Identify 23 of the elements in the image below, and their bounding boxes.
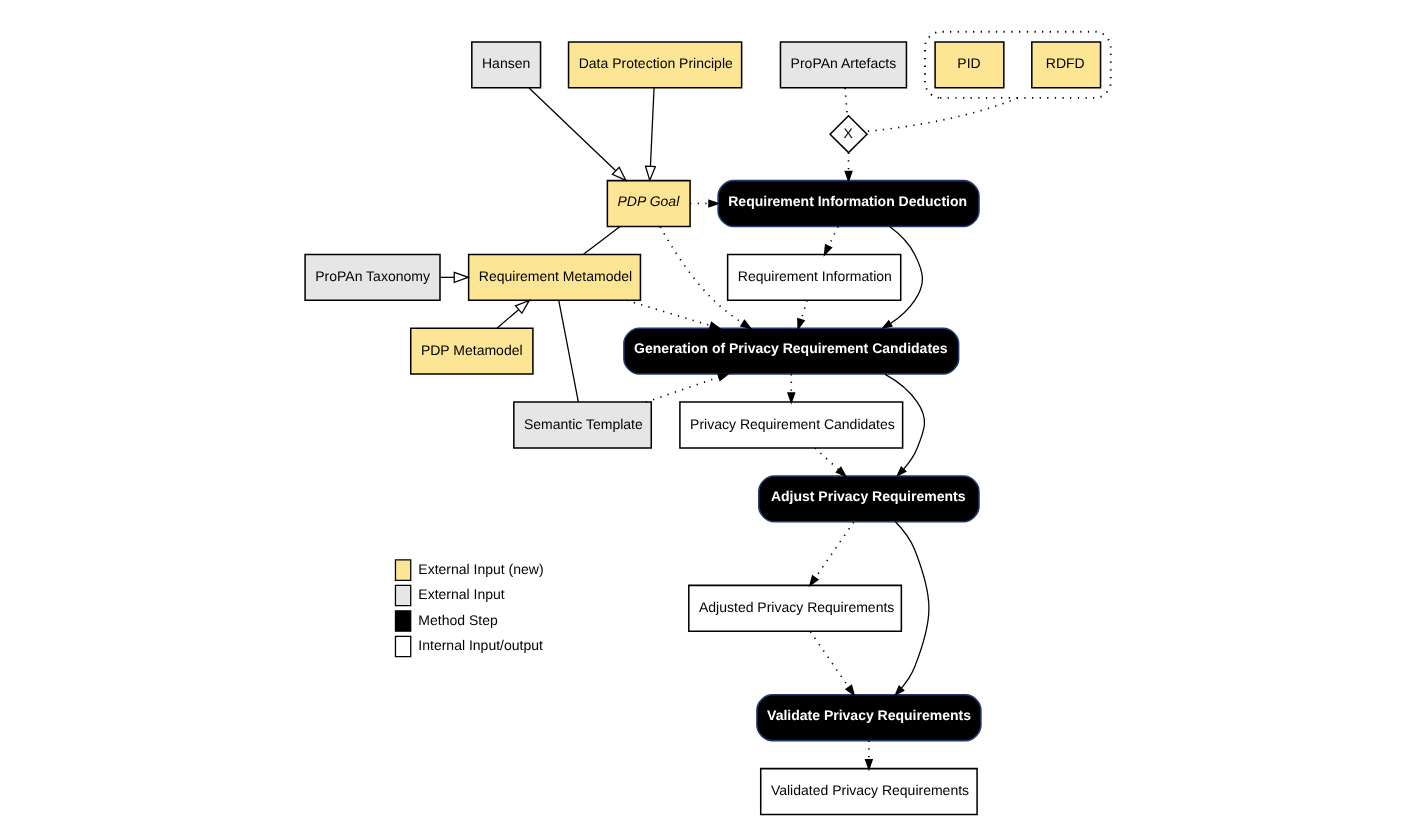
arrow — [527, 87, 627, 182]
arrow — [822, 225, 838, 257]
arrow — [688, 199, 720, 208]
arrow — [786, 373, 795, 405]
cluster — [922, 30, 1111, 99]
arrow — [495, 299, 530, 329]
arrow — [644, 373, 729, 403]
arrow — [624, 299, 721, 330]
connector — [557, 300, 578, 403]
connector — [581, 225, 620, 256]
arrow — [808, 630, 855, 697]
arrow — [863, 739, 873, 772]
connector — [862, 97, 1018, 133]
arrow — [643, 87, 656, 183]
arrow — [807, 521, 854, 588]
arrow — [883, 373, 925, 478]
arrow — [796, 299, 807, 331]
arrow — [813, 447, 847, 478]
connector — [843, 87, 848, 118]
arrow — [658, 225, 752, 330]
arrow — [843, 151, 852, 184]
arrow — [893, 521, 929, 697]
arrow — [880, 225, 923, 330]
